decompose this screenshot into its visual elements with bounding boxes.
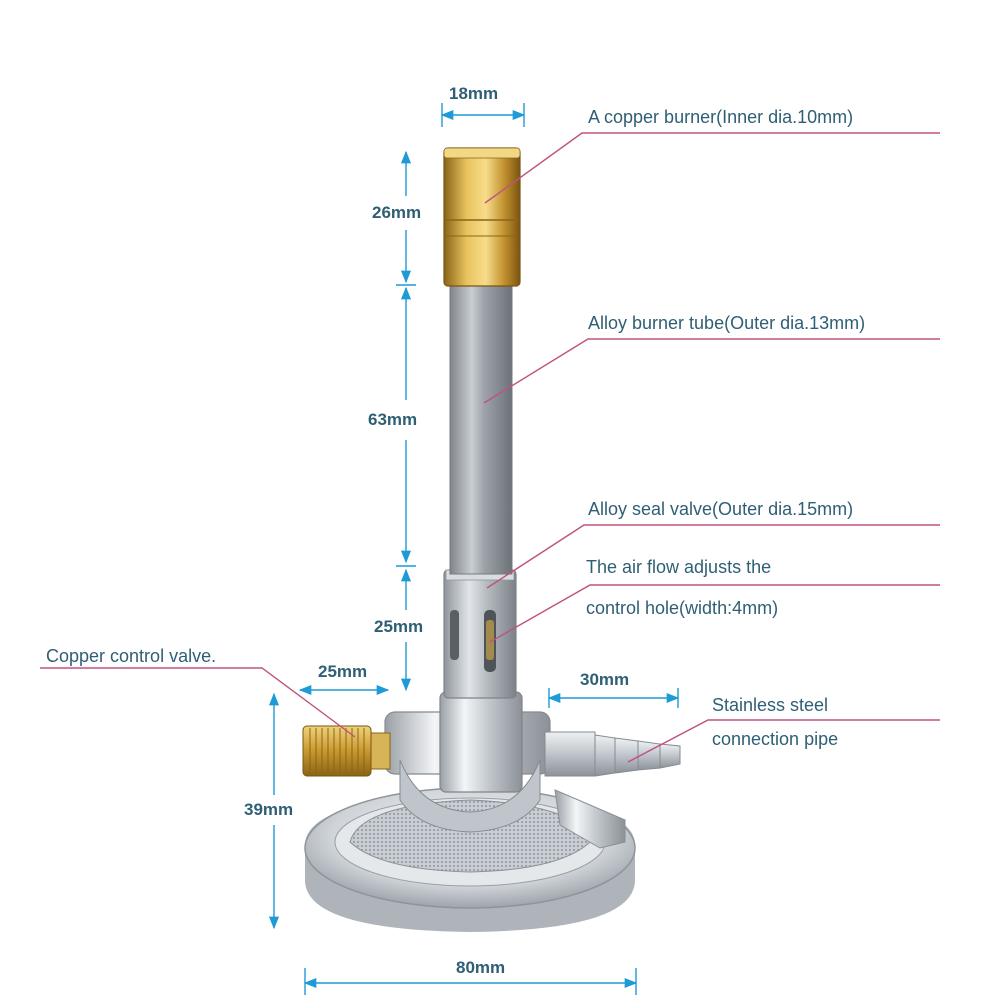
label-air-flow-line2: control hole(width:4mm) — [586, 598, 779, 618]
label-connection-pipe-line1: Stainless steel — [712, 695, 829, 715]
leader-copper-burner — [484, 132, 940, 204]
connection-pipe — [544, 731, 681, 777]
dim-base-width: 80mm — [456, 958, 506, 977]
leader-air-flow — [489, 584, 940, 643]
label-seal-valve: Alloy seal valve(Outer dia.15mm) — [588, 499, 854, 519]
label-burner-tube: Alloy burner tube(Outer dia.13mm) — [588, 313, 866, 333]
alloy-burner-tube — [449, 281, 513, 575]
label-connection-pipe-line2: connection pipe — [712, 729, 839, 749]
dim-valve-length: 25mm — [318, 662, 368, 681]
dim-seal-height: 25mm — [374, 617, 424, 636]
dim-base-height: 39mm — [244, 800, 294, 819]
dim-burner-width: 18mm — [449, 84, 499, 103]
leader-burner-tube — [483, 338, 940, 404]
dim-burner-height: 26mm — [372, 203, 422, 222]
dim-tube-height: 63mm — [368, 410, 418, 429]
valve-body — [384, 691, 551, 833]
leader-control-valve — [40, 667, 356, 738]
leader-connection-pipe — [627, 719, 940, 763]
base — [304, 787, 636, 932]
copper-control-valve — [302, 725, 391, 777]
copper-burner — [443, 147, 521, 287]
label-copper-burner: A copper burner(Inner dia.10mm) — [588, 107, 854, 127]
leader-lines — [40, 132, 940, 763]
label-air-flow-line1: The air flow adjusts the — [586, 557, 772, 577]
label-control-valve: Copper control valve. — [46, 646, 217, 666]
dimension-arrows — [268, 103, 680, 995]
leader-seal-valve — [486, 524, 940, 589]
dim-pipe-length: 30mm — [580, 670, 630, 689]
alloy-seal-valve — [443, 569, 517, 699]
